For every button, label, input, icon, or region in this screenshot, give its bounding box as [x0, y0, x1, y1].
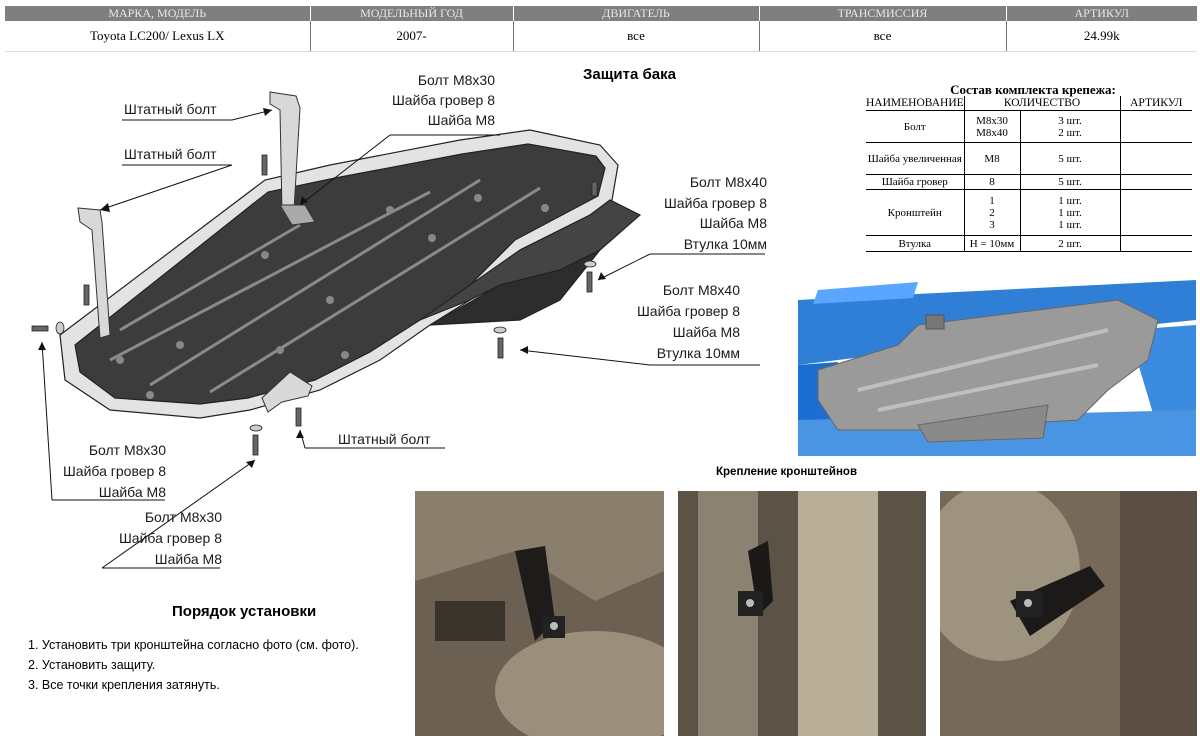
- kit-title: Состав комплекта крепежа:: [950, 82, 1116, 97]
- col-header-engine: ДВИГАТЕЛЬ: [513, 6, 760, 21]
- cell-transmission: все: [759, 21, 1007, 52]
- cell-model: Toyota LC200/ Lexus LX: [5, 21, 311, 52]
- callout-line: Болт М8х40: [689, 174, 767, 190]
- stiffening-ribs: [109, 178, 541, 394]
- callout-line: Болт М8х30: [88, 442, 166, 458]
- callout-group-right-2: Болт М8х40 Шайба гровер 8 Шайба М8 Втулк…: [615, 280, 740, 364]
- bracket-3: [261, 371, 313, 413]
- kit-size: 8: [963, 174, 1020, 190]
- col-header-model: МАРКА, МОДЕЛЬ: [5, 6, 311, 21]
- install-title: Порядок установки: [172, 603, 317, 620]
- bracket-2: [77, 207, 111, 339]
- callout-line: Шайба гровер 8: [391, 92, 495, 108]
- bolt-icons: [31, 154, 598, 456]
- bracket-1: [269, 91, 316, 226]
- std-bolt-label-2: Штатный болт: [124, 146, 217, 162]
- callout-group-left-1: Болт М8х30 Шайба гровер 8 Шайба М8: [48, 440, 166, 503]
- kit-article: [1119, 110, 1193, 143]
- callout-line: Шайба М8: [98, 484, 166, 500]
- callout-group-left-2: Болт М8х30 Шайба гровер 8 Шайба М8: [104, 507, 222, 570]
- kit-size: М8: [963, 142, 1020, 175]
- callout-line: Шайба гровер 8: [636, 303, 740, 319]
- guard-plate: [59, 129, 642, 419]
- kit-name: Втулка: [866, 235, 964, 252]
- col-header-year: МОДЕЛЬНЫЙ ГОД: [310, 6, 514, 21]
- cell-article: 24.99k: [1006, 21, 1197, 52]
- leader-lines: [41, 109, 765, 569]
- kit-name: Шайба гровер: [866, 174, 964, 190]
- bracket-photo-3: [940, 491, 1197, 736]
- callout-line: Шайба М8: [154, 551, 222, 567]
- kit-name: Кронштейн: [866, 189, 964, 236]
- install-step: 2. Установить защиту.: [28, 658, 156, 672]
- callout-group-right-1: Болт М8х40 Шайба гровер 8 Шайба М8 Втулк…: [640, 172, 767, 254]
- kit-header-article: АРТИКУЛ: [1119, 96, 1193, 111]
- callout-line: Шайба гровер 8: [118, 530, 222, 546]
- callout-line: Шайба гровер 8: [663, 194, 767, 211]
- install-step: 1. Установить три кронштейна согласно фо…: [28, 638, 359, 652]
- callout-line: Шайба М8: [672, 324, 740, 340]
- kit-name: Болт: [866, 110, 964, 143]
- kit-qty: 5 шт.: [1019, 174, 1121, 190]
- kit-size: H = 10мм: [963, 235, 1020, 252]
- callout-line: Шайба гровер 8: [62, 463, 166, 479]
- kit-row: Втулка H = 10мм 2 шт.: [866, 235, 1193, 252]
- kit-qty: 1 шт.1 шт.1 шт.: [1019, 189, 1121, 236]
- diagram-title: Защита бака: [583, 66, 676, 83]
- cell-year: 2007-: [310, 21, 514, 52]
- kit-name: Шайба увеличенная: [866, 142, 964, 175]
- cell-engine: все: [513, 21, 760, 52]
- arrowheads: [38, 108, 606, 468]
- callout-line: Шайба М8: [699, 215, 767, 231]
- kit-row: Шайба гровер 8 5 шт.: [866, 174, 1193, 190]
- kit-qty: 3 шт.2 шт.: [1019, 110, 1121, 143]
- kit-qty: 5 шт.: [1019, 142, 1121, 175]
- callout-line: Втулка 10мм: [656, 345, 740, 361]
- photos-title: Крепление кронштейнов: [716, 466, 858, 478]
- vehicle-scan-image: [798, 270, 1196, 456]
- kit-article: [1119, 235, 1193, 252]
- vehicle-info-table: МАРКА, МОДЕЛЬ МОДЕЛЬНЫЙ ГОД ДВИГАТЕЛЬ ТР…: [5, 6, 1197, 52]
- callout-line: Болт М8х30: [144, 509, 222, 525]
- std-bolt-label-1: Штатный болт: [124, 101, 217, 117]
- bracket-photo-1: [415, 491, 664, 736]
- kit-article: [1119, 189, 1193, 236]
- kit-row: Шайба увеличенная М8 5 шт.: [866, 142, 1193, 175]
- kit-qty: 2 шт.: [1019, 235, 1121, 252]
- callout-line: Болт М8х30: [417, 72, 495, 88]
- std-bolt-label-3: Штатный болт: [338, 431, 431, 447]
- callout-line: Шайба М8: [427, 112, 495, 128]
- kit-article: [1119, 174, 1193, 190]
- kit-article: [1119, 142, 1193, 175]
- callout-line: Болт М8х40: [662, 282, 740, 298]
- mount-holes: [116, 194, 549, 399]
- install-step: 3. Все точки крепления затянуть.: [28, 678, 220, 692]
- callout-group-top: Болт М8х30 Шайба гровер 8 Шайба М8: [380, 70, 495, 130]
- col-header-transmission: ТРАНСМИССИЯ: [759, 6, 1007, 21]
- callout-line: Втулка 10мм: [683, 235, 767, 252]
- bracket-photo-2: [678, 491, 926, 736]
- install-steps: 1. Установить три кронштейна согласно фо…: [28, 635, 359, 695]
- kit-header-qty: КОЛИЧЕСТВО: [963, 96, 1121, 111]
- kit-table: НАИМЕНОВАНИЕ КОЛИЧЕСТВО АРТИКУЛ Болт М8х…: [866, 96, 1193, 252]
- col-header-article: АРТИКУЛ: [1006, 6, 1197, 21]
- kit-header-name: НАИМЕНОВАНИЕ: [866, 96, 964, 111]
